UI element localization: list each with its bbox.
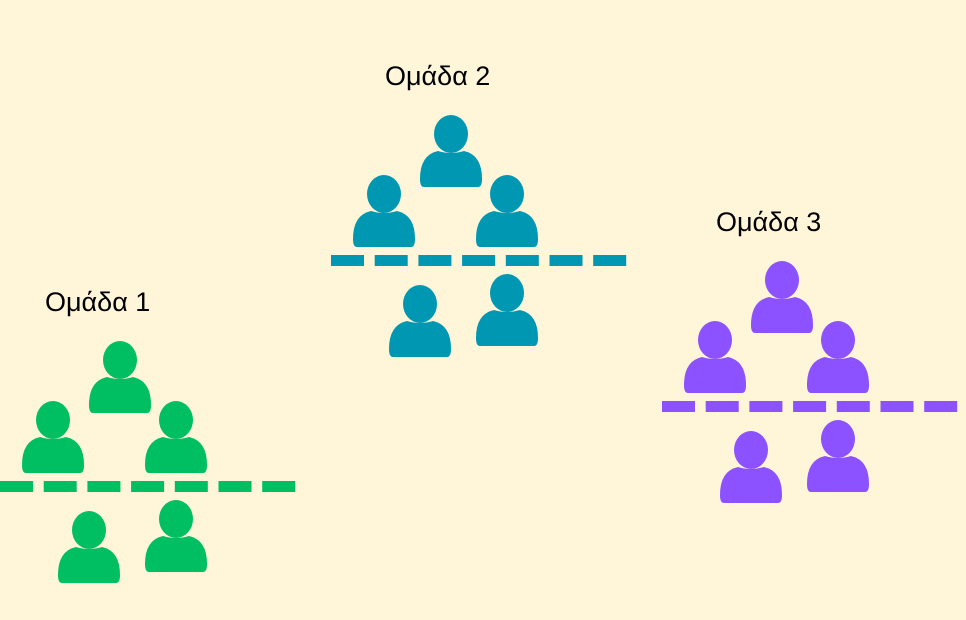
person-icon	[476, 274, 538, 346]
group-3-label: Ομάδα 3	[716, 207, 822, 237]
person-icon	[389, 285, 451, 357]
dash	[836, 401, 870, 412]
person-icon	[22, 401, 84, 473]
dash	[43, 481, 77, 492]
person-icon	[58, 511, 120, 583]
dashed-divider-line	[331, 255, 627, 266]
group-2-label: Ομάδα 2	[385, 61, 491, 91]
dash	[262, 481, 296, 492]
dash	[705, 401, 739, 412]
person-icon	[751, 261, 813, 333]
group-1-label: Ομάδα 1	[45, 287, 151, 317]
dash	[0, 481, 33, 492]
dash	[174, 481, 208, 492]
dash	[793, 401, 827, 412]
person-icon	[720, 431, 782, 503]
dash	[593, 255, 627, 266]
person-icon	[145, 401, 207, 473]
dash	[924, 401, 958, 412]
dash	[549, 255, 583, 266]
dash	[749, 401, 783, 412]
dash	[87, 481, 121, 492]
person-icon	[89, 341, 151, 413]
dash	[462, 255, 496, 266]
person-icon	[420, 115, 482, 187]
group-2	[331, 115, 627, 357]
person-icon	[476, 175, 538, 247]
dash	[218, 481, 252, 492]
group-1	[0, 341, 296, 583]
group-3	[662, 261, 958, 503]
person-icon	[807, 321, 869, 393]
dash	[418, 255, 452, 266]
person-icon	[145, 500, 207, 572]
person-icon	[353, 175, 415, 247]
dash	[662, 401, 695, 412]
dash	[331, 255, 364, 266]
person-icon	[807, 420, 869, 492]
dash	[374, 255, 408, 266]
dashed-divider-line	[0, 481, 296, 492]
dash	[880, 401, 914, 412]
dash	[505, 255, 539, 266]
dashed-divider-line	[662, 401, 958, 412]
person-icon	[684, 321, 746, 393]
dash	[131, 481, 165, 492]
